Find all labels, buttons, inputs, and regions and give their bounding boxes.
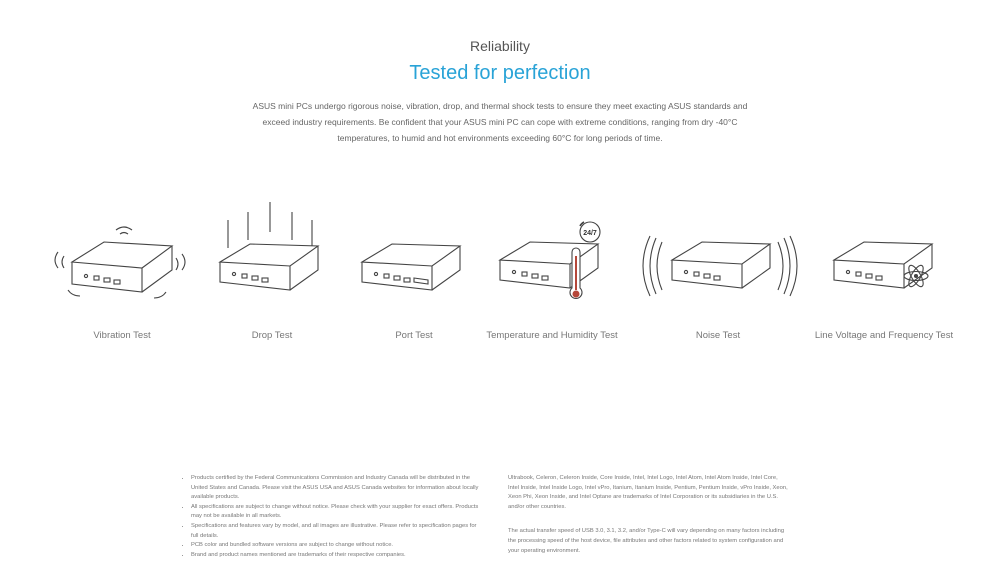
24-7-badge: 24/7 — [583, 230, 597, 237]
test-label: Port Test — [395, 330, 433, 341]
test-label: Line Voltage and Frequency Test — [814, 330, 954, 341]
footnote-item: All specifications are subject to change… — [191, 503, 480, 522]
page-title: Tested for perfection — [409, 62, 591, 84]
test-temperature-humidity: 24/7 Temperature and Humidity Test — [472, 196, 632, 366]
test-label: Drop Test — [251, 330, 293, 341]
test-icons-row: Vibration Test Drop Test — [42, 196, 982, 366]
test-label: Vibration Test — [93, 330, 151, 341]
thermometer-icon: 24/7 — [498, 221, 601, 299]
test-drop: Drop Test — [192, 196, 352, 366]
vibration-icon — [54, 226, 186, 299]
test-vibration: Vibration Test — [42, 196, 202, 366]
drop-icon — [218, 202, 320, 291]
reliability-eyebrow: Reliability — [470, 38, 530, 54]
footnote-paragraph: Ultrabook, Celeron, Celeron Inside, Core… — [508, 475, 788, 510]
footnote-item: PCB color and bundled software versions … — [191, 541, 480, 551]
footnote-item: Products certified by the Federal Commun… — [191, 474, 480, 503]
port-icon — [360, 243, 462, 291]
footnotes-left: Products certified by the Federal Commun… — [180, 474, 480, 560]
test-noise: Noise Test — [638, 196, 798, 366]
footnotes-right: Ultrabook, Celeron, Celeron Inside, Core… — [508, 474, 788, 571]
test-port: Port Test — [334, 196, 494, 366]
test-line-voltage: Line Voltage and Frequency Test — [804, 196, 964, 366]
atom-icon — [832, 241, 934, 289]
test-label: Temperature and Humidity Test — [486, 330, 618, 341]
intro-paragraph: ASUS mini PCs undergo rigorous noise, vi… — [252, 101, 748, 143]
footnote-item: Specifications and features vary by mode… — [191, 522, 480, 541]
footnote-item: Brand and product names mentioned are tr… — [191, 551, 480, 561]
sound-waves-icon — [642, 235, 798, 297]
footnote-paragraph: The actual transfer speed of USB 3.0, 3.… — [508, 528, 785, 554]
test-label: Noise Test — [695, 330, 741, 341]
